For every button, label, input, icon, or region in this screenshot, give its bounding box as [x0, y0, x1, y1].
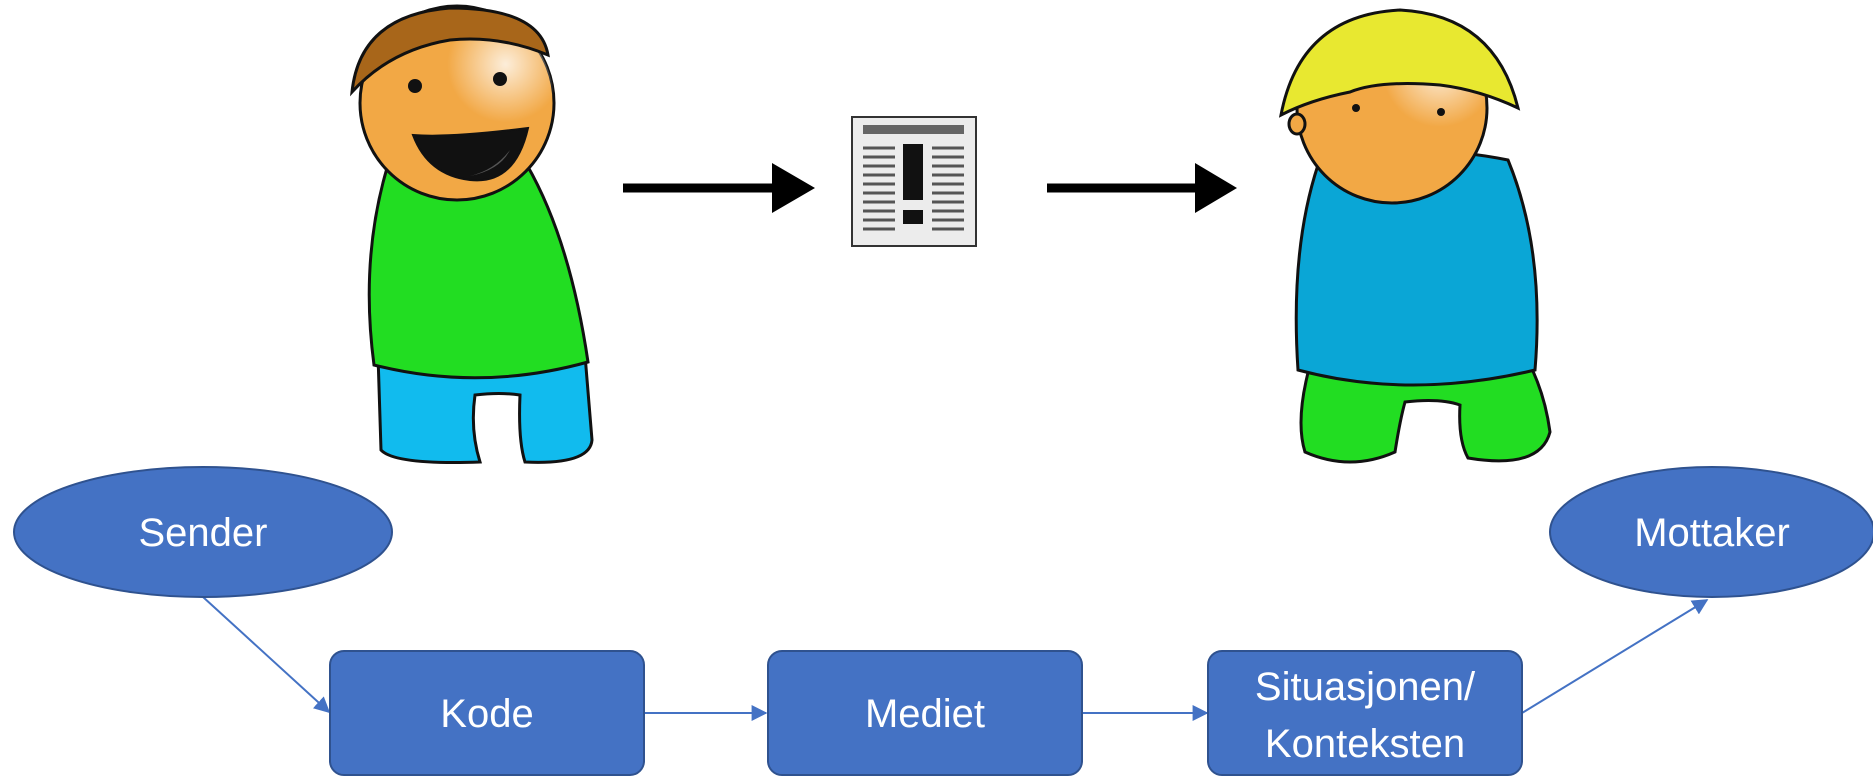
- node-sender-label: Sender: [139, 511, 268, 555]
- node-kode: Kode: [329, 650, 645, 776]
- newspaper-exclamation-icon: [851, 116, 977, 247]
- right-arrow-icon: [1047, 163, 1237, 213]
- sender-hair: [350, 6, 550, 97]
- node-mottaker: Mottaker: [1549, 466, 1873, 598]
- receiver-hair: [1278, 8, 1521, 118]
- connector-sender-kode: [202, 596, 331, 714]
- node-mottaker-label: Mottaker: [1634, 511, 1790, 555]
- receiver-figure-icon: [1278, 8, 1552, 464]
- node-kode-label: Kode: [440, 692, 533, 736]
- sender-figure-icon: [350, 4, 594, 464]
- sender-mouth: [411, 126, 530, 182]
- node-situasjonen-konteksten: Situasjonen/ Konteksten: [1207, 650, 1523, 776]
- sender-pants: [376, 353, 594, 464]
- right-arrow-icon: [623, 163, 815, 213]
- node-mediet-label: Mediet: [865, 692, 985, 736]
- node-mediet: Mediet: [767, 650, 1083, 776]
- connectors: [202, 596, 1709, 721]
- node-sender: Sender: [13, 466, 393, 598]
- connector-kontekst-mottaker: [1521, 599, 1709, 714]
- node-situasjonen-label: Situasjonen/: [1255, 665, 1476, 709]
- receiver-pants: [1299, 363, 1552, 464]
- node-konteksten-label: Konteksten: [1265, 722, 1465, 766]
